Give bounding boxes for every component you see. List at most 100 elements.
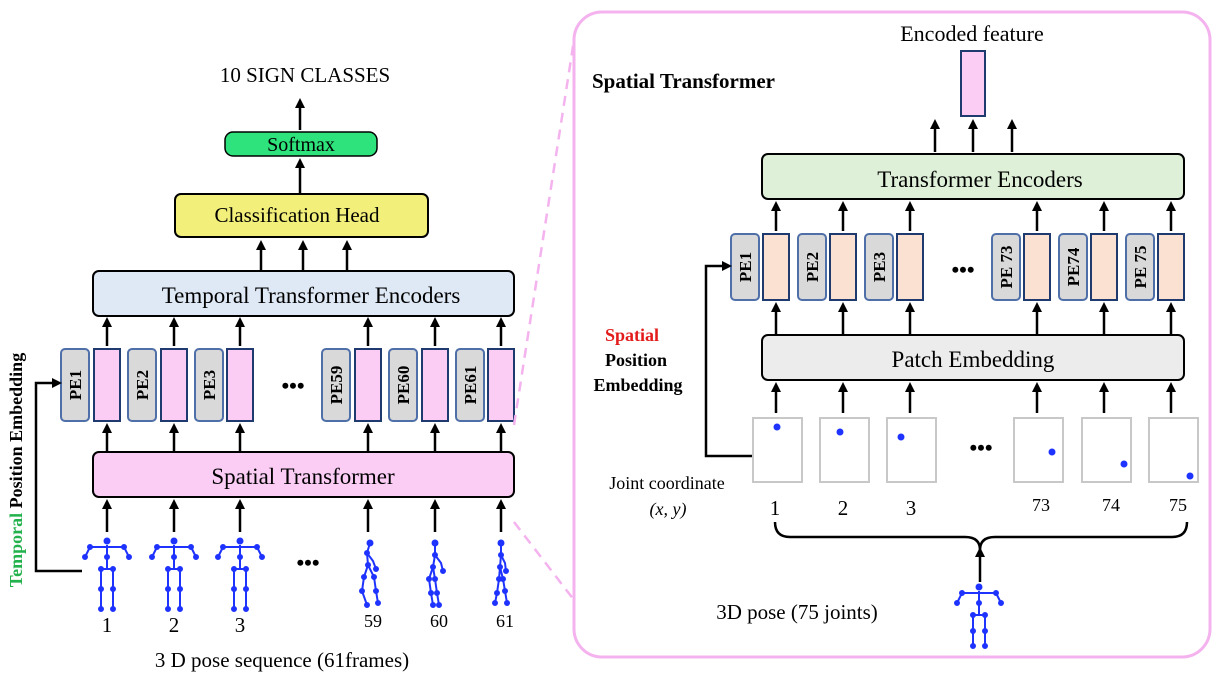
pe-label: PE60 xyxy=(394,366,413,405)
pe-box xyxy=(797,233,827,301)
pe-label: PE61 xyxy=(461,366,480,405)
temporal-encoders-label: Temporal Transformer Encoders xyxy=(162,283,461,308)
frame-number: 60 xyxy=(430,611,448,631)
pe-label: PE74 xyxy=(1064,247,1083,286)
encoded-feature-label: Encoded feature xyxy=(900,21,1044,46)
joint-point xyxy=(1120,460,1128,468)
joint-number: 75 xyxy=(1169,495,1187,515)
left-spatial-arrows-up xyxy=(102,423,506,451)
spatial-pe-connector xyxy=(704,261,752,458)
spatial-pe-label-spatial: Spatial xyxy=(605,325,659,345)
joint-point xyxy=(1186,472,1194,480)
pe-label: PE59 xyxy=(327,366,346,405)
joint-number: 3 xyxy=(906,496,917,520)
output-label: 10 SIGN CLASSES xyxy=(220,63,390,87)
pe-box xyxy=(864,233,894,301)
pose-figure xyxy=(426,539,446,608)
pose-figures-left xyxy=(82,537,510,612)
frame-number: 1 xyxy=(102,613,113,637)
token-box xyxy=(762,233,790,301)
pose-figure xyxy=(215,537,265,612)
spatial-pe-label-embedding: Embedding xyxy=(593,375,682,395)
pe-box xyxy=(991,233,1021,301)
joint-number: 73 xyxy=(1032,495,1050,515)
token-box xyxy=(354,348,382,422)
pe-label: PE2 xyxy=(133,370,152,400)
frame-number: 61 xyxy=(496,611,514,631)
classification-head-label: Classification Head xyxy=(214,203,380,227)
temporal-pe-connector xyxy=(34,378,82,573)
joint-point xyxy=(773,423,781,431)
left-pose-arrows-up xyxy=(102,499,506,532)
joint-point xyxy=(836,428,844,436)
pose-figure xyxy=(149,537,199,612)
pe-box xyxy=(1058,233,1088,301)
right-pe-token-row: PE1 PE2 PE3 ••• PE 73 PE74 PE 75 xyxy=(730,233,1185,301)
joint-number: 2 xyxy=(838,496,849,520)
spatial-transformer-box xyxy=(92,451,515,498)
pe-label: PE 75 xyxy=(1131,246,1150,289)
softmax-box xyxy=(224,131,378,157)
token-box xyxy=(487,348,515,422)
frame-number: 3 xyxy=(235,613,246,637)
patch-embedding-label: Patch Embedding xyxy=(892,347,1055,372)
ellipsis: ••• xyxy=(969,435,992,460)
token-box xyxy=(896,233,924,301)
token-box xyxy=(1157,233,1185,301)
left-caption: 3 D pose sequence (61frames) xyxy=(155,648,409,672)
pe-box xyxy=(194,348,224,422)
pose-figure xyxy=(359,539,381,608)
ellipsis: ••• xyxy=(281,373,304,398)
pe-box xyxy=(455,348,485,422)
pe-label: PE1 xyxy=(66,370,85,400)
pe-box xyxy=(127,348,157,422)
spatial-pe-label-position: Position xyxy=(605,350,667,370)
encoded-feature-box xyxy=(960,50,986,117)
transformer-encoders-box xyxy=(761,153,1185,200)
frame-number: 59 xyxy=(364,611,382,631)
left-token-arrows-up xyxy=(102,317,506,346)
joint-box xyxy=(886,417,937,483)
position-embedding-words: Position Embedding xyxy=(6,353,26,509)
temporal-encoders-box xyxy=(92,270,515,317)
zoom-connector-top xyxy=(512,39,576,426)
joint-box xyxy=(1081,417,1132,483)
joint-point xyxy=(1048,448,1056,456)
joint-number: 74 xyxy=(1102,495,1120,515)
classification-head-box xyxy=(174,193,429,238)
right-caption: 3D pose (75 joints) xyxy=(716,600,878,624)
joint-box xyxy=(1013,417,1064,483)
joint-coordinate-label: Joint coordinate xyxy=(609,473,724,493)
token-box xyxy=(829,233,857,301)
token-box xyxy=(1023,233,1051,301)
patch-embedding-box xyxy=(761,334,1185,381)
pose-figure xyxy=(492,539,510,606)
pe-label: PE1 xyxy=(736,252,755,282)
pe-box xyxy=(388,348,418,422)
joint-numbers: 1 2 3 73 74 75 xyxy=(770,495,1187,520)
temporal-position-embedding-label: Temporal Position Embedding xyxy=(6,353,26,587)
transformer-encoders-label: Transformer Encoders xyxy=(877,167,1083,192)
token-box xyxy=(160,348,188,422)
zoom-connector-bottom xyxy=(513,521,575,601)
pe-label: PE3 xyxy=(200,370,219,400)
frame-numbers: 1 2 3 59 60 61 xyxy=(102,611,514,637)
pose-figure-single xyxy=(954,583,1004,649)
spatial-transformer-label: Spatial Transformer xyxy=(211,464,395,489)
joint-box xyxy=(819,417,870,483)
ellipsis: ••• xyxy=(296,550,319,575)
right-panel: Spatial Transformer Encoded feature Tran… xyxy=(572,10,1212,659)
joint-number: 1 xyxy=(770,496,781,520)
pe-label: PE3 xyxy=(870,252,889,282)
token-box xyxy=(93,348,121,422)
pose-figure xyxy=(82,537,132,612)
token-box xyxy=(226,348,254,422)
temporal-word: Temporal xyxy=(6,513,26,587)
right-token-arrows-up xyxy=(771,201,1176,231)
pe-label: PE 73 xyxy=(997,246,1016,289)
joint-boxes: ••• xyxy=(752,417,1199,483)
left-pe-token-row: PE1 PE2 PE3 ••• PE59 PE60 PE61 xyxy=(60,348,515,422)
joints-brace xyxy=(773,521,1189,551)
right-title: Spatial Transformer xyxy=(592,69,775,93)
